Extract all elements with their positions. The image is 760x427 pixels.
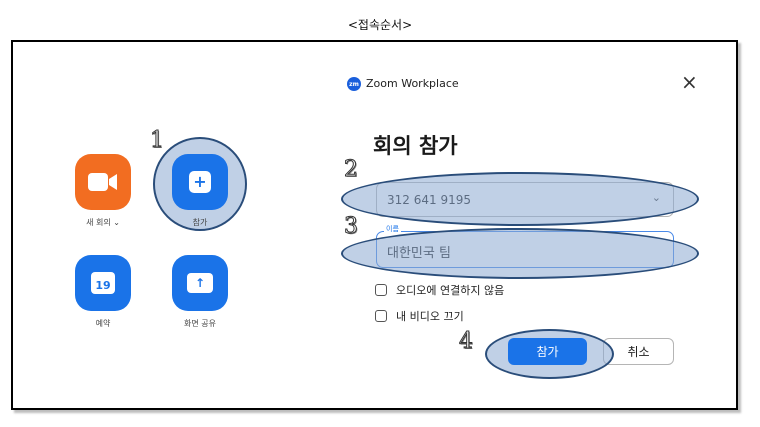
step-number-2: 2 — [344, 157, 359, 183]
video-off-checkbox[interactable] — [375, 310, 387, 322]
share-screen-label: 화면 공유 — [184, 319, 216, 328]
share-screen-button[interactable]: ↑ — [172, 255, 228, 311]
no-audio-checkbox[interactable] — [375, 284, 387, 296]
cancel-button[interactable]: 취소 — [603, 338, 674, 365]
step-number-1: 1 — [150, 128, 165, 154]
close-icon[interactable]: × — [681, 70, 698, 94]
plus-icon: + — [189, 171, 211, 193]
share-arrow-icon: ↑ — [187, 273, 213, 293]
schedule-button[interactable]: 19 — [75, 255, 131, 311]
no-audio-label: 오디오에 연결하지 않음 — [396, 284, 505, 297]
name-field-label: 이름 — [384, 224, 401, 234]
join-label: 참가 — [192, 218, 208, 227]
zoom-logo: zm — [347, 77, 361, 91]
calendar-day: 19 — [95, 279, 111, 292]
annotation-ellipse-2 — [341, 172, 699, 226]
new-meeting-label: 새 회의 ⌄ — [86, 218, 120, 227]
annotation-ellipse-3 — [341, 228, 699, 279]
video-off-label: 내 비디오 끄기 — [396, 310, 464, 323]
join-button[interactable]: 참가 — [508, 338, 587, 365]
app-title: Zoom Workplace — [366, 77, 459, 90]
schedule-label: 예약 — [95, 319, 111, 328]
new-meeting-button[interactable] — [75, 154, 131, 210]
calendar-icon: 19 — [91, 272, 115, 294]
step-number-4: 4 — [459, 329, 474, 355]
join-meeting-button[interactable]: + — [172, 154, 228, 210]
video-camera-icon — [88, 173, 117, 191]
dialog-heading: 회의 참가 — [373, 134, 458, 158]
caption: <접속순서> — [347, 18, 413, 32]
step-number-3: 3 — [344, 214, 359, 240]
